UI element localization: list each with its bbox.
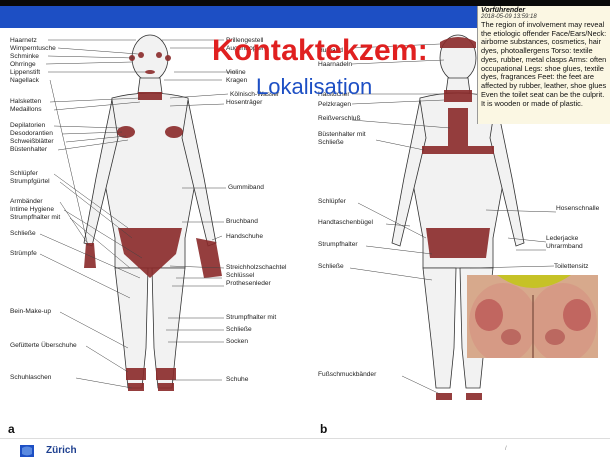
label-toilettensitz: Toilettensitz [554,264,588,271]
thighs-rash-image [467,275,598,358]
figure-letter-b: b [320,422,327,436]
figure-letter-a: a [8,422,15,436]
label-schliesse: Schließe [10,231,36,238]
label-intime-hygiene: Intime Hygiene [10,207,54,214]
label-strumpfhalter-mit-right: Strumpfhalter mit [226,315,276,322]
label-pelzkragen: Pelzkragen [318,102,351,109]
zurich-logo-icon [20,445,34,457]
label-reissverschluss: Reißverschluß [318,116,361,123]
label-gefuetterte-ueberschuhe: Gefütterte Überschuhe [10,343,77,350]
label-desodorantien: Desodorantien [10,131,53,138]
label-halsketten: Halsketten [10,99,41,106]
presenter-comment-popup[interactable]: Vorführender 2018-05-09 13:59:18 The reg… [477,6,610,124]
label-ohrringe: Ohrringe [10,62,36,69]
label-hosenschnalle: Hosenschnalle [556,206,599,213]
label-handtaschenbuegel: Handtaschenbügel [318,220,373,227]
slide-subtitle: Lokalisation [256,74,372,100]
label-schliesse-right: Schließe [226,327,252,334]
label-depilatorien: Depilatorien [10,123,45,130]
label-strumpfguertel: Strumpfgürtel [10,179,50,186]
label-schweissblaetter: Schweißblätter [10,139,54,146]
label-nagellack: Nagellack [10,78,39,85]
label-schluepfer-back: Schlüpfer [318,199,346,206]
label-haarnetz: Haarnetz [10,38,37,45]
label-schliesse-back: Schließe [318,140,344,147]
label-hosentraeger: Hosenträger [226,100,262,107]
label-schluepfer: Schlüpfer [10,171,38,178]
label-medaillons: Medaillons [10,107,42,114]
label-socken: Socken [226,339,248,346]
label-schuhe: Schuhe [226,377,248,384]
label-schuhlaschen: Schuhlaschen [10,375,51,382]
label-uhrarmband: Uhrarmband [546,244,583,251]
comment-author: Vorführender [481,7,607,14]
footer-page-marker: / [505,446,507,452]
label-lederjacke: Lederjacke [546,236,578,243]
label-gummiband: Gummiband [228,185,264,192]
label-wimperntusche: Wimperntusche [10,46,56,53]
label-strumpfhalter-back: Strumpfhalter [318,242,358,249]
label-kragen: Kragen [226,78,247,85]
slide-footer [0,438,610,463]
label-schminke: Schminke [10,54,39,61]
label-buestenhalter-mit: Büstenhalter mit [318,132,366,139]
label-armbaender: Armbänder [10,199,43,206]
comment-body: The region of involvement may reveal the… [481,21,607,108]
label-violine: Violine [226,70,246,77]
label-lippenstift: Lippenstift [10,70,40,77]
label-strumpfhalter-mit: Strumpfhalter mit [10,215,60,222]
label-schliesse-back-2: Schließe [318,264,344,271]
label-handschuhe: Handschuhe [226,234,263,241]
slide-title: Kontaktekzem: [212,34,428,68]
clinical-photo [467,275,598,358]
label-schluessel: Schlüssel [226,273,254,280]
label-bruchband: Bruchband [226,219,258,226]
label-streichholzschachtel: Streichholzschachtel [226,265,286,272]
label-buestenhalter: Büstenhalter [10,147,47,154]
label-prothesenleder: Prothesenleder [226,281,271,288]
label-struempfe: Strümpfe [10,251,37,258]
label-bein-make-up: Bein-Make-up [10,309,51,316]
label-fussschmuckbaender: Fußschmuckbänder [318,372,376,379]
footer-brand: Zürich [46,445,77,456]
